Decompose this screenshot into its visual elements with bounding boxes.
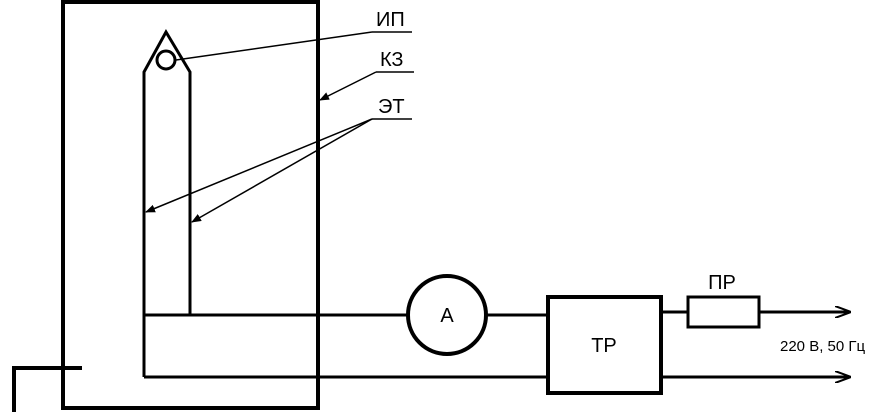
- fuse-box: [686, 295, 761, 329]
- et-text: ЭТ: [378, 96, 405, 118]
- et-leader-right: [191, 118, 373, 223]
- chamber-box: [61, 0, 320, 410]
- ip-leader: [175, 31, 373, 61]
- kz-leader: [319, 71, 377, 101]
- ip-text: ИП: [376, 9, 405, 31]
- ip-loop: [155, 49, 177, 71]
- ground-wire: [12, 366, 82, 412]
- transformer-box: [546, 295, 663, 395]
- supply-label: 220 В, 50 Гц: [780, 338, 866, 355]
- transformer-label: ТР: [591, 335, 617, 357]
- ammeter-label: А: [440, 305, 454, 327]
- et-leader-left: [145, 118, 373, 213]
- kz-text: КЗ: [380, 49, 404, 71]
- electrode: [142, 28, 192, 315]
- fuse-label: ПР: [708, 272, 736, 294]
